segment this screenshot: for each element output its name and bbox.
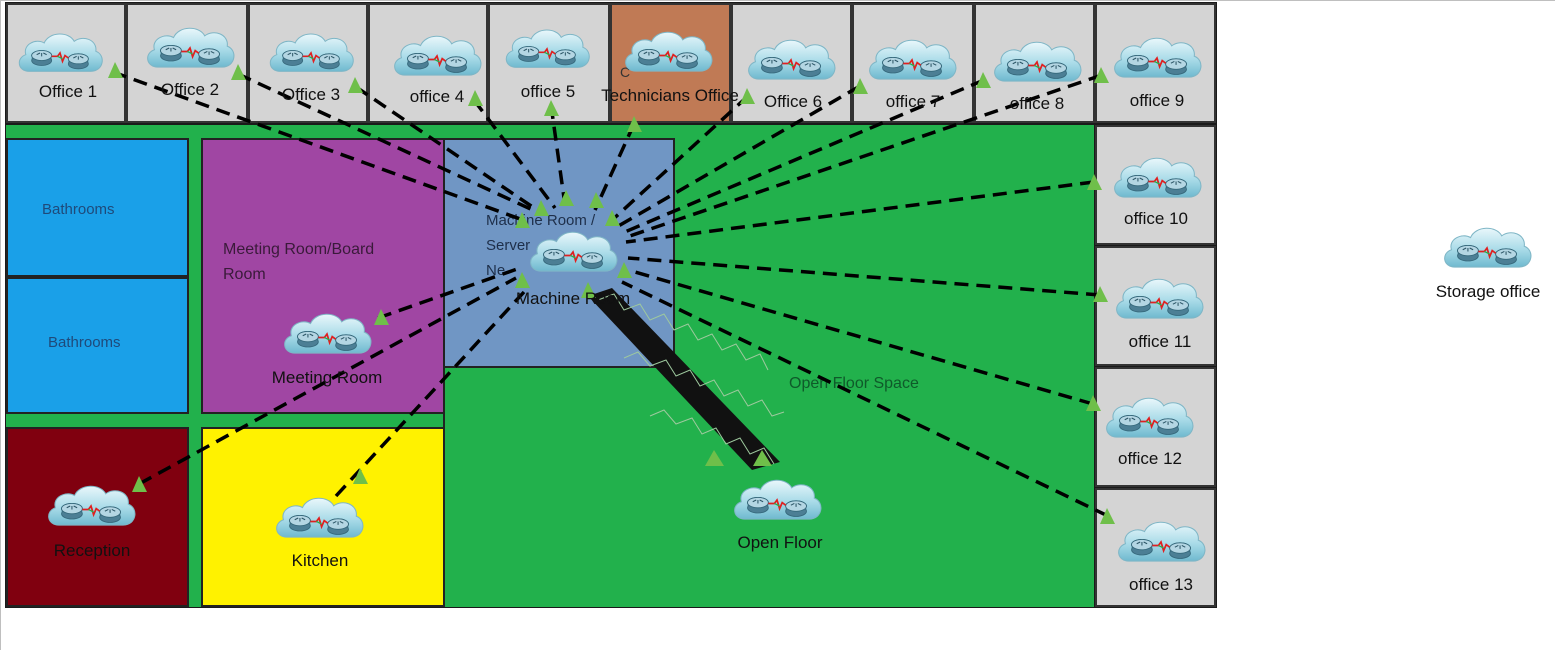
office-10-label: office 10 [1124,209,1188,228]
meeting-board-label-line1: Meeting Room/Board [223,241,374,258]
endpoint-office-1[interactable] [108,62,123,78]
endpoint-technicians[interactable] [627,116,642,132]
meeting-board-room[interactable] [201,138,445,414]
machine-room-label-line2: Server [486,237,530,254]
office-6-label: Office 6 [764,92,822,111]
endpoint-reception[interactable] [132,476,147,492]
endpoint-mr-2[interactable] [534,200,549,216]
storage-office-label: Storage office [1436,282,1541,301]
link-endpoints [108,62,1115,524]
top-border [0,0,1555,1]
link-office-2[interactable] [237,72,538,214]
office-3-label: Office 3 [282,85,340,104]
open-floor-space-label: Open Floor Space [789,375,919,392]
endpoint-office-6[interactable] [740,88,755,104]
link-office-7[interactable] [614,84,861,230]
link-kitchen[interactable] [334,290,526,498]
bathrooms-label-2: Bathrooms [48,334,121,351]
office-5-label: office 5 [521,82,576,101]
endpoint-office-5[interactable] [544,100,559,116]
machine-room-label-line3: Ne [486,262,505,279]
endpoint-office-9[interactable] [1094,67,1109,83]
office-7-label: office 7 [886,92,941,111]
link-office-9[interactable] [623,73,1103,240]
link-meeting-room[interactable] [377,266,521,320]
link-office-10[interactable] [625,180,1095,244]
bathrooms-label-1: Bathrooms [42,201,115,218]
office-1-label: Office 1 [39,82,97,101]
bathrooms-room-1[interactable] [6,138,189,277]
office-13-label: office 13 [1129,575,1193,594]
reception-label: Reception [54,541,131,560]
endpoint-office-11[interactable] [1093,286,1108,302]
link-office-12[interactable] [627,268,1094,406]
node-labels: Office 1 Office 2 Office 3 office 4 offi… [39,80,1540,594]
storage-office-cloud-icon[interactable] [1443,227,1532,269]
link-office-13[interactable] [621,280,1109,518]
endpoint-office-3[interactable] [348,77,363,93]
endpoint-office-12[interactable] [1086,395,1101,411]
connection-links [112,70,1109,518]
link-office-3[interactable] [355,85,541,214]
link-reception[interactable] [138,276,517,486]
endpoint-meeting-room[interactable] [374,309,389,325]
endpoint-office-10[interactable] [1087,174,1102,190]
link-office-5[interactable] [549,104,567,206]
endpoint-office-4[interactable] [468,90,483,106]
office-11-label: office 11 [1129,332,1192,351]
endpoint-mr-8[interactable] [581,282,596,298]
link-office-6[interactable] [608,94,750,224]
endpoint-mr-3[interactable] [559,190,574,206]
office-2-label: Office 2 [161,80,219,99]
endpoint-office-7[interactable] [853,78,868,94]
office-12-label: office 12 [1118,449,1182,468]
bathrooms-room-2[interactable] [6,277,189,414]
link-office-4[interactable] [472,98,557,210]
endpoint-mr-4[interactable] [589,192,604,208]
left-border [0,0,1,650]
endpoint-mr-5[interactable] [605,210,620,226]
link-technicians[interactable] [593,123,636,211]
link-office-1[interactable] [112,70,524,222]
endpoint-open-floor-2[interactable] [753,450,772,466]
office-8-label: office 8 [1010,94,1065,113]
machine-room-label: Machine Room [516,289,630,308]
meeting-room-label: Meeting Room [272,368,383,387]
endpoint-mr-7[interactable] [617,262,632,278]
endpoint-office-13[interactable] [1100,508,1115,524]
technicians-partial-label: C [620,64,630,80]
office-9-label: office 9 [1130,91,1185,110]
open-floor-label: Open Floor [737,533,822,552]
endpoint-mr-6[interactable] [515,272,530,288]
link-office-11[interactable] [627,256,1101,297]
endpoint-kitchen[interactable] [353,468,368,484]
technicians-label: Technicians Office [601,86,739,105]
endpoint-open-floor[interactable] [705,450,724,466]
kitchen-label: Kitchen [292,551,349,570]
endpoint-mr-1[interactable] [515,212,530,228]
meeting-board-label-line2: Room [223,266,266,283]
endpoint-office-2[interactable] [231,64,246,80]
endpoint-office-8[interactable] [976,72,991,88]
open-floor-trunk-link[interactable] [588,288,785,470]
office-4-label: office 4 [410,87,465,106]
